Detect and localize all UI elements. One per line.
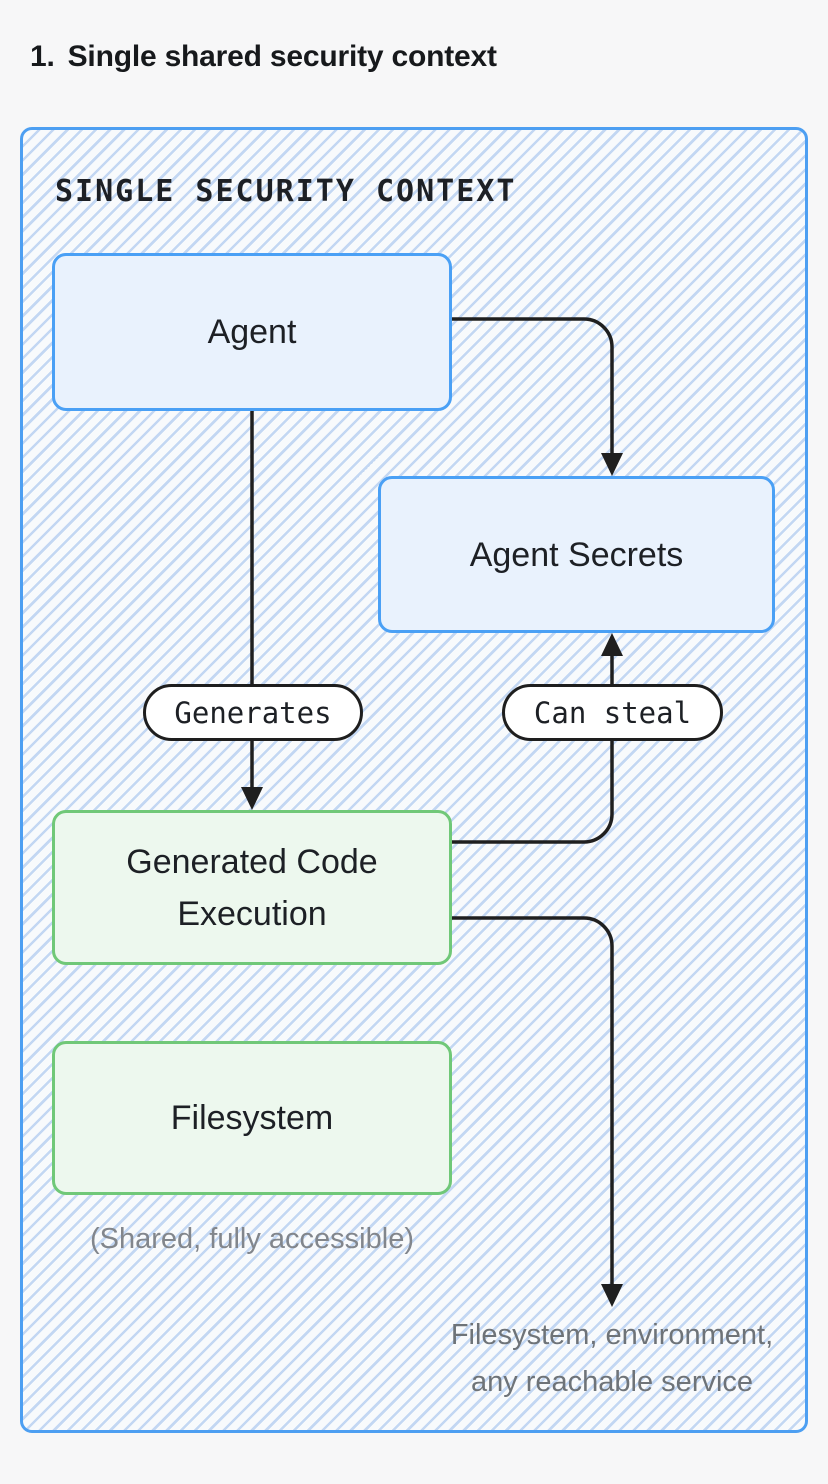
edge-gce-to-external — [452, 916, 623, 1307]
edge-label-can-steal: Can steal — [502, 684, 723, 741]
edge-label-generates-text: Generates — [174, 695, 332, 730]
node-agent-label: Agent — [207, 313, 297, 351]
filesystem-note: (Shared, fully accessible) — [90, 1223, 414, 1255]
edge-arrows — [241, 317, 623, 1307]
security-context-container: SINGLE SECURITY CONTEXT Agent Agent Secr… — [20, 127, 808, 1433]
edge-agent-to-gce — [241, 411, 263, 810]
external-sink-caption-line2: any reachable service — [470, 1366, 754, 1398]
node-filesystem-label: Filesystem — [170, 1099, 334, 1137]
page-title: 1. Single shared security context — [30, 40, 497, 74]
node-generated-code-execution: Generated Code Execution — [52, 810, 452, 965]
edge-label-can-steal-text: Can steal — [533, 695, 692, 730]
node-agent: Agent — [52, 253, 452, 411]
node-agent-secrets: Agent Secrets — [378, 476, 775, 633]
page-title-text: Single shared security context — [67, 40, 497, 73]
external-sink-caption: Filesystem, environment, any reachable s… — [451, 1312, 773, 1406]
page-title-number: 1. — [30, 40, 55, 73]
node-generated-code-execution-label: Generated Code Execution — [126, 842, 378, 933]
container-label: SINGLE SECURITY CONTEXT — [55, 174, 517, 209]
edge-label-generates: Generates — [143, 684, 363, 741]
edge-agent-to-secrets — [452, 317, 623, 476]
external-sink-caption-line1: Filesystem, environment, — [450, 1319, 774, 1351]
edge-gce-to-secrets — [452, 633, 623, 844]
node-agent-secrets-label: Agent Secrets — [469, 535, 684, 574]
node-filesystem: Filesystem — [52, 1041, 452, 1195]
